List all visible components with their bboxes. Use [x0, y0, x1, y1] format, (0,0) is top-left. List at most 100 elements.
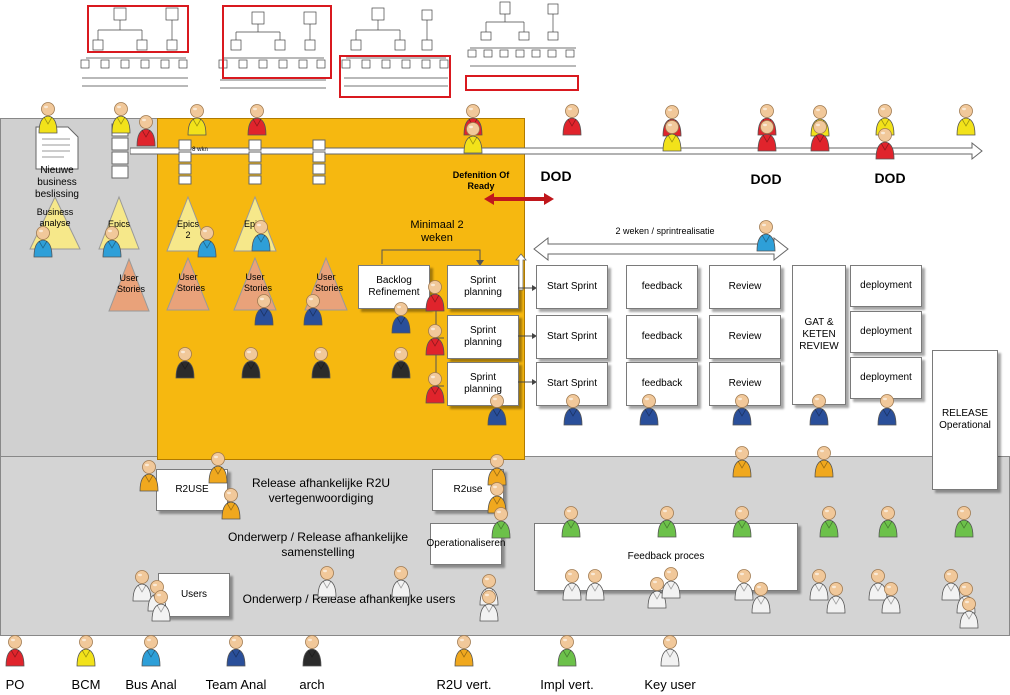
person-icon	[638, 392, 660, 426]
person-icon	[302, 292, 324, 326]
person-icon	[562, 392, 584, 426]
legend-label: Team Anal	[205, 677, 267, 692]
scroll-stack-2	[248, 139, 262, 185]
new-business-decision-label: Nieuwe business beslissing	[35, 165, 79, 200]
legend-label: PO	[5, 677, 25, 692]
org-chart-1	[80, 7, 188, 87]
person-icon	[661, 118, 683, 152]
person-icon	[240, 345, 262, 379]
person-icon	[478, 588, 500, 622]
person-icon	[808, 392, 830, 426]
legend-person-icon	[140, 632, 162, 667]
planning-to-start-connectors	[518, 285, 537, 385]
person-icon	[818, 504, 840, 538]
release-operational-box: RELEASE Operational	[932, 350, 998, 490]
weeks-note: 8 wkn	[192, 147, 208, 153]
review-box-1: Review	[709, 265, 781, 309]
operationaliseren-box: Operationaliseren	[427, 523, 505, 565]
legend-person-icon	[659, 632, 681, 667]
person-icon	[424, 370, 446, 404]
person-icon	[424, 322, 446, 356]
person-icon	[955, 102, 977, 136]
up-arrow-small	[515, 253, 527, 291]
person-icon	[490, 505, 512, 539]
person-icon	[584, 567, 606, 601]
org-charts	[80, 1, 579, 98]
legend-label: Bus Anal	[125, 677, 177, 692]
legend-person-icon	[75, 632, 97, 667]
org-chart-2	[218, 11, 326, 89]
timeline-arrow	[130, 141, 983, 161]
legend-person-icon	[4, 632, 26, 667]
feedback-box-1: feedback	[626, 265, 698, 309]
legend-person-icon	[225, 632, 247, 667]
definition-of-ready-label: Defenition Of Ready	[452, 170, 510, 191]
person-icon	[660, 565, 682, 599]
feedback-box-3: feedback	[626, 362, 698, 406]
scroll-stack-1	[178, 139, 192, 185]
sprint-planning-box-3: Sprint planning	[447, 362, 519, 406]
person-icon	[808, 567, 830, 601]
person-icon	[561, 102, 583, 136]
person-icon	[876, 392, 898, 426]
person-icon	[110, 100, 132, 134]
person-icon	[150, 588, 172, 622]
review-box-2: Review	[709, 315, 781, 359]
person-icon	[220, 486, 242, 520]
legend-person-icon	[556, 632, 578, 667]
person-icon	[867, 567, 889, 601]
person-icon	[958, 595, 980, 629]
person-icon	[940, 567, 962, 601]
backlog-refinement-box: Backlog Refinement	[358, 265, 430, 309]
person-icon	[37, 100, 59, 134]
person-icon	[32, 224, 54, 258]
person-icon	[390, 300, 412, 334]
person-icon	[316, 564, 338, 598]
person-icon	[646, 575, 668, 609]
feedback-box-2: feedback	[626, 315, 698, 359]
scroll-stack-3	[312, 139, 326, 185]
person-icon	[731, 392, 753, 426]
person-icon	[953, 504, 975, 538]
person-icon	[174, 345, 196, 379]
person-icon	[731, 504, 753, 538]
person-icon	[813, 444, 835, 478]
person-icon	[656, 504, 678, 538]
minimaal-connector	[381, 249, 484, 266]
person-icon	[733, 567, 755, 601]
users-text: Onderwerp / Release afhankelijke users	[242, 592, 456, 606]
dod-label-3: DOD	[874, 170, 906, 186]
person-icon	[462, 120, 484, 154]
person-icon	[207, 450, 229, 484]
org-chart-3	[341, 7, 449, 87]
deployment-box-2: deployment	[850, 311, 922, 353]
person-icon	[131, 568, 153, 602]
legend-label: Key user	[644, 677, 696, 692]
business-document-icon	[35, 126, 79, 170]
person-icon	[186, 102, 208, 136]
person-icon	[486, 392, 508, 426]
person-icon	[196, 224, 218, 258]
person-icon	[756, 118, 778, 152]
person-icon	[825, 580, 847, 614]
person-icon	[390, 564, 412, 598]
person-icon	[750, 580, 772, 614]
person-icon	[877, 504, 899, 538]
person-icon	[135, 113, 157, 147]
legend-label: R2U vert.	[436, 677, 492, 692]
legend-label: BCM	[71, 677, 101, 692]
legend-label: arch	[299, 677, 325, 692]
person-icon	[561, 567, 583, 601]
minimaal-2-weken-label: Minimaal 2 weken	[410, 219, 464, 244]
person-icon	[560, 504, 582, 538]
person-icon	[246, 102, 268, 136]
person-icon	[101, 224, 123, 258]
user-stories-triangle-1: User Stories	[165, 256, 211, 312]
user-stories-triangle-left: User Stories	[107, 257, 151, 313]
person-icon	[253, 292, 275, 326]
sprint-span-label: 2 weken / sprintrealisatie	[615, 226, 715, 236]
person-icon	[390, 345, 412, 379]
person-icon	[250, 218, 272, 252]
start-sprint-box-1: Start Sprint	[536, 265, 608, 309]
legend-label: Impl vert.	[540, 677, 594, 692]
